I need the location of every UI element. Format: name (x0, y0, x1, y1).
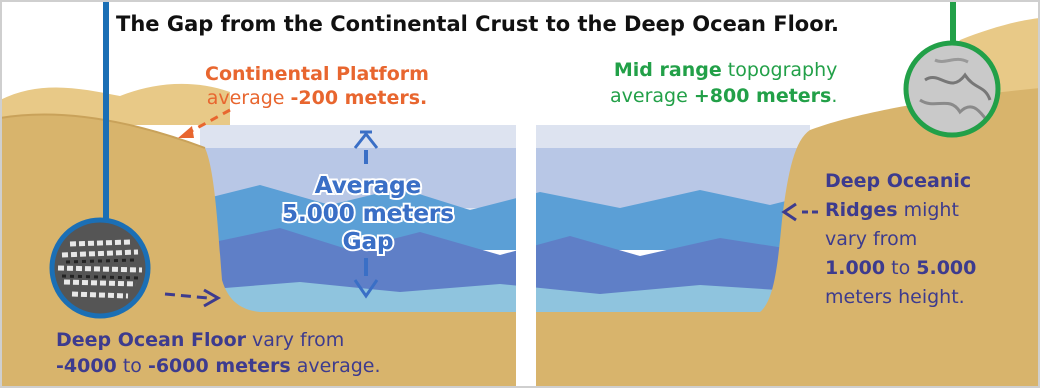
continental-platform-value: -200 meters. (290, 87, 428, 109)
diagram-title: The Gap from the Continental Crust to th… (116, 12, 839, 36)
continental-platform-arrow (178, 108, 231, 138)
water-mid-layer (200, 185, 810, 250)
deep-ocean-floor-label: Deep Ocean Floor vary from -4000 to -600… (56, 327, 381, 379)
water-deep-layer (200, 228, 810, 300)
floor-rest-1: vary from (246, 329, 345, 351)
continental-platform-name: Continental Platform (205, 63, 429, 85)
blue-pole (103, 0, 109, 240)
ridges-line-2-rest: might (897, 199, 959, 221)
deep-oceanic-ridges-label: Deep Oceanic Ridges might vary from 1.00… (825, 167, 976, 312)
ridges-line-5: meters height. (825, 286, 965, 308)
gap-line-2-outline: 5.000 meters (280, 199, 456, 229)
floor-rest-2: average. (290, 355, 381, 377)
ocean-floor-arrow (164, 288, 222, 308)
right-continent (700, 88, 1040, 388)
mid-range-suffix: topography (727, 59, 838, 81)
water-bottom-layer (200, 282, 810, 320)
mid-range-prefix: average (610, 85, 688, 107)
gap-line-3-outline: Gap (341, 227, 396, 257)
gap-up-arrow (353, 130, 379, 164)
mid-range-photo-icon (903, 40, 1001, 138)
ridges-value-min: 1.000 (825, 257, 886, 279)
ocean-floor-photo-icon (49, 217, 151, 319)
ridges-line-2-bold: Ridges (825, 199, 898, 221)
gap-line-2: 5.000 meters (282, 201, 454, 227)
gap-label: Average 5.000 meters Gap (268, 172, 468, 256)
gap-down-arrow (353, 258, 379, 299)
continental-platform-prefix: average (206, 87, 285, 109)
gap-line-1-outline: Average (313, 171, 424, 201)
mid-range-value: +800 meters (693, 85, 832, 107)
separator-bar (516, 125, 536, 388)
ridges-line-1: Deep Oceanic (825, 170, 972, 192)
green-pole (950, 0, 956, 52)
floor-value-2: -6000 meters (147, 355, 291, 377)
mid-range-label: Mid range topography average +800 meters… (610, 57, 837, 109)
gap-line-3: Gap (342, 229, 394, 255)
ridges-arrow (781, 202, 818, 222)
mid-range-name: Mid range (613, 59, 722, 81)
ridges-value-max: 5.000 (916, 257, 977, 279)
ridges-to: to (885, 257, 917, 279)
ridges-line-3: vary from (825, 228, 918, 250)
continental-platform-label: Continental Platform average -200 meters… (205, 62, 429, 110)
floor-value-1: -4000 (56, 355, 117, 377)
gap-label-outline: Average 5.000 meters Gap (268, 171, 468, 257)
floor-name: Deep Ocean Floor (56, 329, 246, 351)
floor-to: to (116, 355, 148, 377)
mid-range-end: . (831, 85, 838, 107)
gap-line-1: Average (314, 173, 422, 199)
